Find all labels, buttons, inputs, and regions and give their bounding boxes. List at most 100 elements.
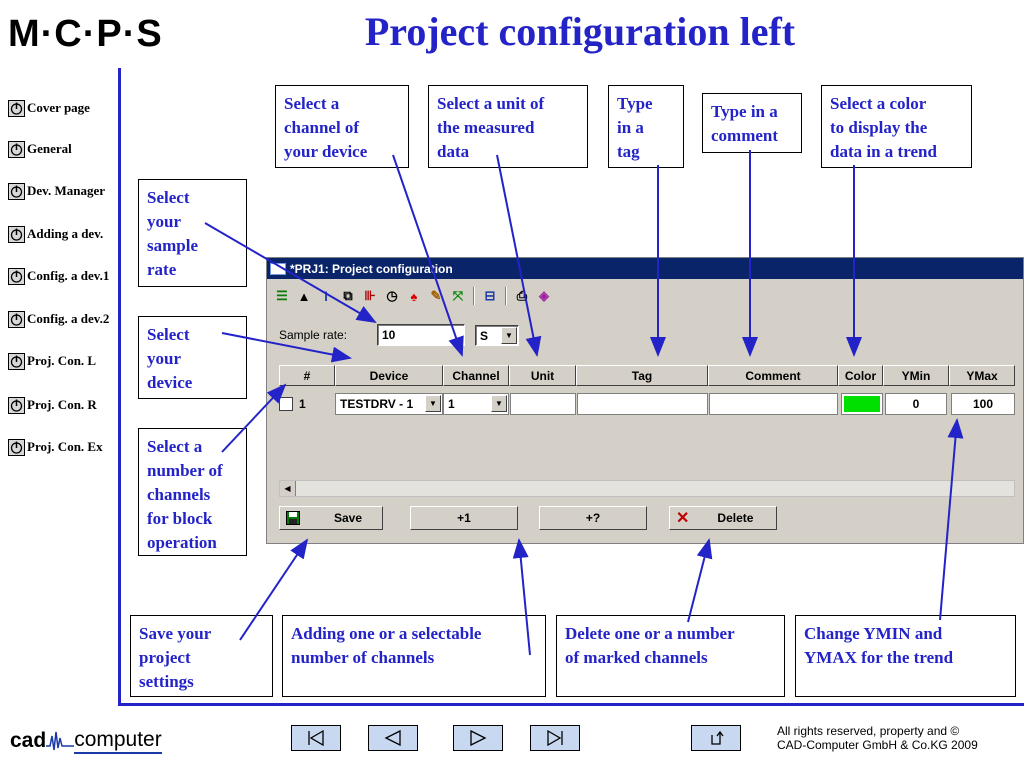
power-icon: [8, 140, 25, 158]
first-icon: [308, 730, 324, 746]
info-icon[interactable]: i: [324, 288, 328, 304]
power-icon: [8, 225, 25, 243]
sidebar-item-config-dev-2[interactable]: Config. a dev.2: [8, 308, 120, 330]
callout-line: Change YMIN and: [804, 624, 943, 643]
callout-line: comment: [711, 126, 779, 145]
arrow-sample-rate: [204, 222, 377, 324]
sidebar-item-cover-page[interactable]: Cover page: [8, 97, 120, 119]
last-slide-button[interactable]: [530, 725, 580, 751]
callout-line: number of: [147, 461, 223, 480]
tag-field[interactable]: [577, 393, 708, 415]
device-select[interactable]: TESTDRV - 1 ▼: [335, 393, 443, 415]
sidebar-item-proj-con-ex[interactable]: Proj. Con. Ex: [8, 436, 120, 458]
sample-rate-label: Sample rate:: [279, 328, 348, 342]
unit-field[interactable]: [510, 393, 576, 415]
arrow-device: [221, 332, 352, 363]
column-header-tag[interactable]: Tag: [576, 365, 708, 386]
column-header-color[interactable]: Color: [838, 365, 883, 386]
add-multiple-button[interactable]: +?: [539, 506, 647, 530]
clock-icon[interactable]: ◷: [386, 288, 398, 303]
callout-line: data: [437, 142, 470, 161]
sidebar-item-proj-con-r[interactable]: Proj. Con. R: [8, 394, 120, 416]
next-icon: [470, 730, 487, 746]
warning-icon[interactable]: ▲: [297, 288, 311, 304]
callout-line: Adding one or a selectable: [291, 624, 482, 643]
return-button[interactable]: [691, 725, 741, 751]
sidebar-item-label: Proj. Con. L: [27, 353, 97, 368]
sidebar-item-dev-manager[interactable]: Dev. Manager: [8, 180, 120, 202]
column-header-ymax[interactable]: YMax: [949, 365, 1015, 386]
sidebar-item-proj-con-l[interactable]: Proj. Con. L: [8, 350, 120, 372]
ymax-field[interactable]: 100: [951, 393, 1015, 415]
arrow-adding: [512, 538, 531, 656]
window-icon: [270, 262, 286, 275]
print-icon[interactable]: ⎙: [516, 288, 528, 303]
chevron-down-icon[interactable]: ▼: [491, 395, 507, 412]
sidebar-item-label: Dev. Manager: [27, 183, 105, 198]
list-icon[interactable]: ☰: [276, 288, 288, 303]
callout-line: sample: [147, 236, 198, 255]
scroll-left-icon[interactable]: ◀: [280, 481, 296, 496]
delete-button[interactable]: ✕ Delete: [669, 506, 777, 530]
page-title: Project configuration left: [364, 9, 796, 54]
arrow-channel: [392, 154, 464, 357]
tree-icon[interactable]: ⤧: [452, 288, 464, 303]
device-icon[interactable]: ⊪: [364, 288, 376, 303]
sidebar-item-label: Proj. Con. Ex: [27, 439, 103, 454]
column-header-channel[interactable]: Channel: [443, 365, 509, 386]
first-slide-button[interactable]: [291, 725, 341, 751]
comment-field[interactable]: [709, 393, 838, 415]
toolbar-separator: [505, 287, 507, 305]
callout-line: Type: [617, 94, 653, 113]
arrow-save: [239, 538, 309, 641]
callout-sample-rate: Select your sample rate: [138, 179, 247, 287]
book-icon[interactable]: ◈: [539, 288, 549, 303]
callout-line: channel of: [284, 118, 360, 137]
callout-line: Select a unit of: [437, 94, 545, 113]
export-icon[interactable]: ⊟: [484, 288, 496, 303]
vertical-divider: [118, 68, 121, 703]
copy-icon[interactable]: ⧉: [343, 288, 353, 303]
column-header-device[interactable]: Device: [335, 365, 443, 386]
sample-rate-input[interactable]: 10: [377, 324, 465, 346]
power-icon: [8, 99, 25, 117]
brand-computer: computer: [74, 728, 162, 754]
horizontal-scrollbar[interactable]: ◀: [279, 480, 1015, 497]
channel-select[interactable]: 1 ▼: [443, 393, 509, 415]
column-header-comment[interactable]: Comment: [708, 365, 838, 386]
chevron-down-icon[interactable]: ▼: [425, 395, 441, 412]
column-header-number[interactable]: #: [279, 365, 335, 386]
chevron-down-icon[interactable]: ▼: [501, 327, 517, 344]
save-button[interactable]: Save: [279, 506, 383, 530]
channel-value: 1: [448, 397, 455, 411]
sidebar-item-config-dev-1[interactable]: Config. a dev.1: [8, 265, 120, 287]
callout-line: to display the: [830, 118, 928, 137]
next-slide-button[interactable]: [453, 725, 503, 751]
alarm-icon[interactable]: ♠: [410, 288, 418, 304]
callout-line: Select: [147, 188, 190, 207]
add-one-label: +1: [457, 511, 471, 525]
callout-tag: Type in a tag: [608, 85, 684, 168]
row-number: 1: [299, 397, 306, 411]
arrow-block: [221, 383, 287, 453]
color-field[interactable]: [841, 393, 883, 415]
save-label: Save: [334, 511, 363, 525]
ymin-field[interactable]: 0: [885, 393, 947, 415]
column-header-unit[interactable]: Unit: [509, 365, 576, 386]
add-one-button[interactable]: +1: [410, 506, 518, 530]
sample-rate-unit-select[interactable]: S ▼: [475, 325, 519, 346]
last-icon: [547, 730, 563, 746]
tag-icon[interactable]: ✎: [430, 288, 442, 303]
sidebar-item-adding-a-dev[interactable]: Adding a dev.: [8, 223, 120, 245]
callout-line: operation: [147, 533, 217, 552]
previous-slide-button[interactable]: [368, 725, 418, 751]
sidebar-item-general[interactable]: General: [8, 138, 120, 160]
callout-unit: Select a unit of the measured data: [428, 85, 588, 168]
callout-line: in a: [617, 118, 644, 137]
horizontal-divider: [118, 703, 1024, 706]
callout-line: Save your: [139, 624, 212, 643]
callout-block-operation: Select a number of channels for block op…: [138, 428, 247, 556]
callout-line: Select: [147, 325, 190, 344]
column-header-ymin[interactable]: YMin: [883, 365, 949, 386]
